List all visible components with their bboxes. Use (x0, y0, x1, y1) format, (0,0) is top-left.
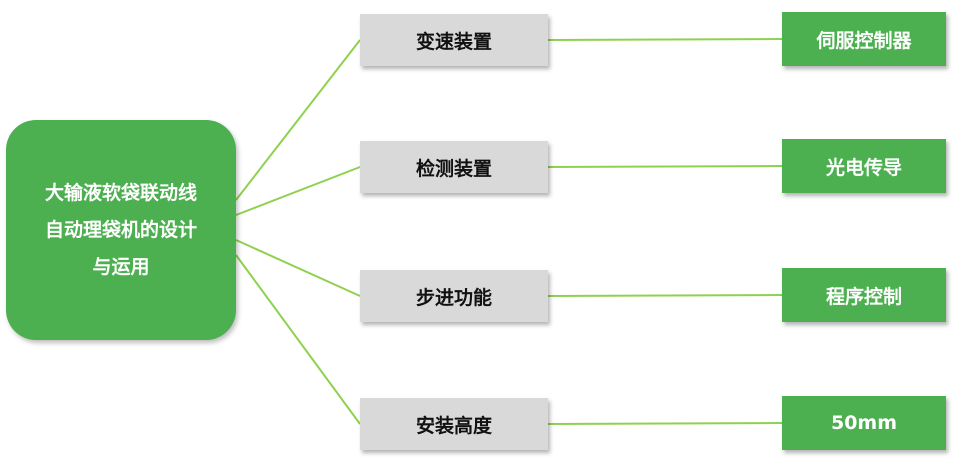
connector-item-4-to-detail-4 (547, 422, 783, 425)
connector-root-to-item-4 (235, 254, 361, 425)
item-node-speed-device: 变速装置 (360, 14, 548, 66)
connector-root-to-item-1 (235, 39, 361, 201)
root-node: 大输液软袋联动线自动理袋机的设计与运用 (6, 120, 236, 340)
item-node-detection-device: 检测装置 (360, 141, 548, 193)
detail-node-program-control: 程序控制 (782, 268, 946, 322)
detail-node-height-value: 50mm (782, 396, 946, 450)
connector-item-3-to-detail-3 (547, 294, 783, 297)
root-node-label: 大输液软袋联动线自动理袋机的设计与运用 (44, 181, 197, 278)
connector-item-1-to-detail-1 (547, 38, 783, 41)
item-node-installation-height: 安装高度 (360, 398, 548, 450)
connector-root-to-item-3 (235, 239, 361, 297)
connector-root-to-item-2 (235, 166, 361, 216)
connector-item-2-to-detail-2 (547, 165, 783, 168)
detail-node-servo-controller: 伺服控制器 (782, 12, 946, 66)
detail-node-photoelectric: 光电传导 (782, 139, 946, 193)
item-node-stepping-function: 步进功能 (360, 270, 548, 322)
